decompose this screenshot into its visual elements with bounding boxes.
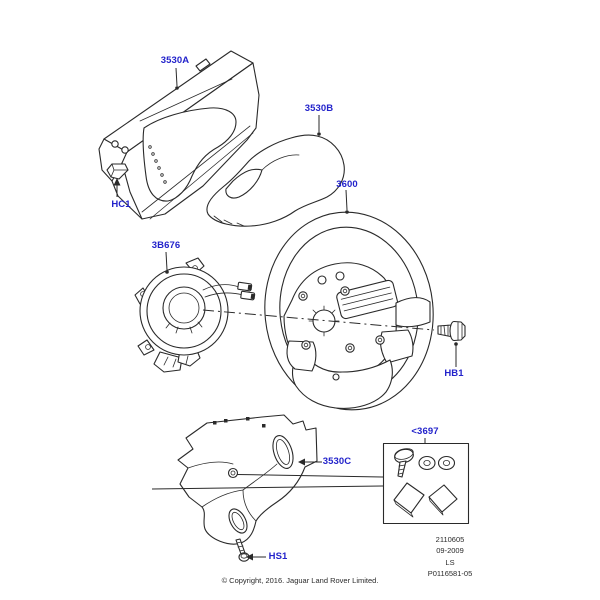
- info-line-date: 09-2009: [436, 546, 464, 556]
- lower-shroud-drawing: [206, 134, 345, 227]
- info-line-plate-id: P0116581-05: [427, 568, 473, 578]
- callout-HS1[interactable]: HS1: [268, 551, 288, 562]
- clockspring-drawing: [134, 257, 256, 373]
- info-line-number: 2110605: [435, 535, 465, 544]
- callout-3530C[interactable]: 3530C: [322, 456, 352, 467]
- assembly-axis-line: [202, 309, 435, 331]
- callout-HC1[interactable]: HC1: [111, 199, 131, 210]
- callout-3530B[interactable]: 3530B: [304, 103, 334, 114]
- flange-bolt-drawing: [437, 320, 466, 342]
- info-line-model: LS: [445, 557, 455, 567]
- retaining-clip-drawing: [106, 163, 129, 184]
- steering-wheel-drawing: [264, 211, 434, 411]
- callout-leader-lines: [113, 67, 458, 561]
- callout-3B676[interactable]: 3B676: [151, 240, 181, 251]
- callout-3530A[interactable]: 3530A: [160, 55, 190, 66]
- kit-pads-drawing: [393, 482, 458, 518]
- hardware-kit-box: [382, 442, 470, 525]
- diagram-info-block: 2110605 09-2009 LS P0116581-05: [400, 534, 500, 579]
- lower-trim-cover-drawing: [177, 414, 318, 552]
- kit-washers-drawing: [418, 455, 456, 471]
- kit-leader-arrow: [151, 474, 384, 490]
- kit-screw-drawing: [394, 448, 414, 478]
- copyright-text: © Copyright, 2016. Jaguar Land Rover Lim…: [221, 576, 379, 585]
- callout-HB1[interactable]: HB1: [444, 368, 464, 379]
- upper-shroud-drawing: [98, 50, 260, 220]
- callout-3600[interactable]: 3600: [336, 179, 358, 190]
- callout-3697[interactable]: <3697: [411, 426, 439, 437]
